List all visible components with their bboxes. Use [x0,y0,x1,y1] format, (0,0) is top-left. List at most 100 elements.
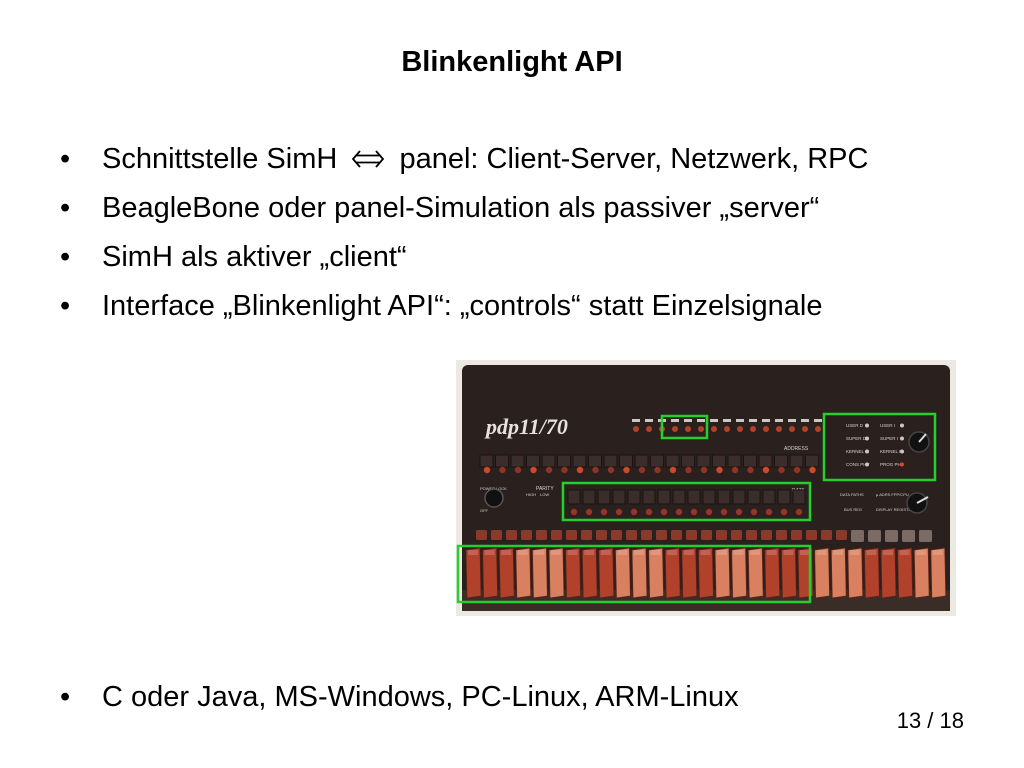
toggle-switch [780,547,797,599]
lamp-label [632,419,640,422]
switch-highlight [517,550,528,555]
label-data-paths: DATA PATHS [840,492,864,497]
slide-title: Blinkenlight API [401,46,623,78]
lamp-cell [672,489,686,505]
lamp [698,426,704,432]
highlight-box [660,414,709,440]
switch-cap [761,530,772,540]
switch-cap [521,530,532,540]
lamp [700,466,708,474]
switch-highlight [600,550,611,555]
lamp [514,466,522,474]
switch-highlight [468,550,478,555]
switch-highlight [667,550,678,555]
toggle-switch [681,547,698,599]
lamp-cell [702,489,716,505]
lamp-cell [541,454,556,468]
lamp [570,508,578,516]
page-number: 13 / 18 [896,708,964,733]
switch-cap [596,530,607,540]
toggle-switch [880,547,897,599]
toggle-switch [531,547,548,599]
switch-highlight [484,550,495,555]
lamp-label [775,419,783,422]
lamp [600,508,608,516]
switch-cap [686,530,697,540]
label-off: OFF [480,508,489,513]
lamp [646,426,652,432]
lamp-cell [588,454,602,468]
toggle-switch [764,547,781,599]
switch-cap [701,530,712,540]
lamp [763,426,769,432]
bullet-dot: • [60,681,71,713]
switch-cap [476,530,487,540]
switch-highlight [766,550,777,555]
switch-cap [656,530,667,540]
label-bus-reg: BUS REG [844,507,862,512]
switch-cap [716,530,727,540]
lamp [607,466,615,474]
switch-cap [821,530,832,540]
lamp [865,462,869,467]
toggle-switch [515,547,532,599]
lamp [795,508,803,516]
highlight-box [561,481,812,522]
lamp [731,466,739,474]
lamp-label [814,419,822,422]
switch-highlight [816,550,827,555]
lamp [645,508,653,516]
switch-cap [566,530,577,540]
toggle-switch [664,547,681,599]
switch-highlight [650,550,661,555]
lamp-label [749,419,757,422]
switch-cap [851,530,864,542]
label-addr-fpp-cpu: µ ADRS FPP/CPU [876,492,909,497]
bullet-text-part: Schnittstelle SimH [102,143,338,175]
switch-cap [581,530,592,540]
lamp-cell [681,454,695,468]
switch-cap [868,530,881,542]
lamp-cell [792,489,806,505]
switch-cap [885,530,898,542]
toggle-switch [598,547,615,599]
lamp [545,466,553,474]
label-cons-phy: CONS PHY [846,462,870,467]
toggle-switch [930,547,947,599]
power-key-switch [484,488,504,508]
switch-highlight [683,550,694,555]
toggle-switch [814,547,831,599]
bullet-text: Interface „Blinkenlight API“: „controls“… [102,290,823,322]
label-kernel-i: KERNEL I [880,449,900,454]
switch-cap [551,530,562,540]
lamp-cell [687,489,701,505]
toggle-switch [697,547,714,599]
toggle-switch [548,547,565,599]
toggle-switch [648,547,665,599]
lamp [815,426,821,432]
switch-highlight [717,550,727,555]
label-user-i: USER I [880,423,895,428]
bullet-dot: • [60,143,71,175]
label-display-register: DISPLAY REGISTER [876,507,914,512]
bullet-list: • Schnittstelle SimH panel: Client-Serve… [60,140,960,336]
lamp [561,466,568,474]
lamp [685,426,691,432]
switch-highlight [634,550,644,555]
bullet-item: • Schnittstelle SimH panel: Client-Serve… [60,140,960,178]
lamp [724,426,730,432]
lamp [592,466,599,474]
lamp [793,466,801,474]
switch-highlight [800,550,810,555]
lamp [669,466,677,474]
toggle-switch [830,547,847,599]
lamp-cell [743,454,757,468]
lamp-cell [650,454,664,468]
pdp11-panel-photo: pdp11/70 PARITY HIGH LOW POWER LOCK OFF … [456,360,956,616]
lamp [633,426,639,432]
switch-highlight [501,550,512,555]
toggle-switch [863,547,880,599]
label-prog-phy: PROG PHY [880,462,904,467]
lamp-cell [732,489,746,505]
lamp-cell [479,454,494,468]
